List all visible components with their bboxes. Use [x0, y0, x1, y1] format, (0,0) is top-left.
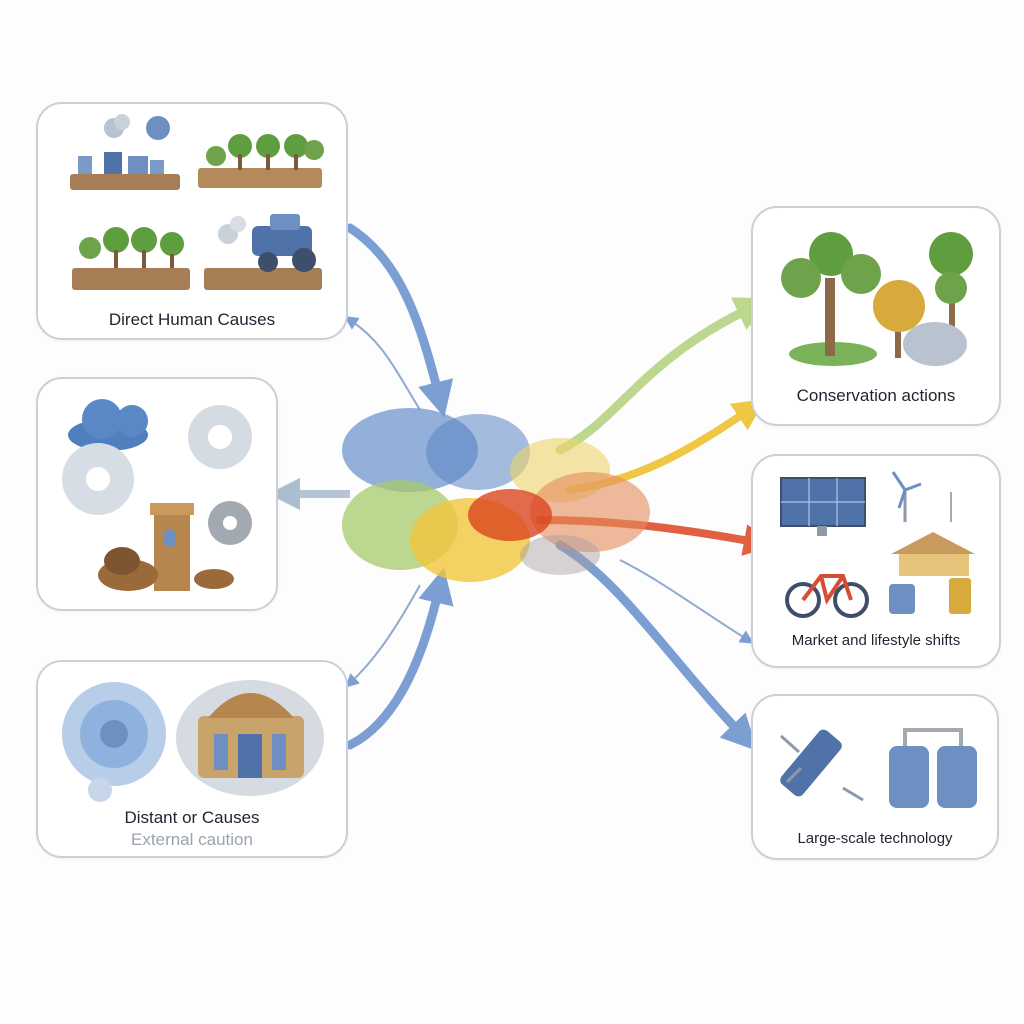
node-indirect-causes[interactable]	[36, 377, 278, 611]
market-illustration	[780, 471, 975, 618]
tree-row-icon	[198, 134, 324, 188]
blob-orange	[530, 472, 650, 552]
arrow-direct-to-center	[345, 223, 454, 418]
temple-icon	[176, 680, 324, 796]
arrow-to-market-thin	[619, 559, 754, 644]
machinery-icon	[889, 728, 977, 808]
node-distant-causes[interactable]: Distant or Causes External caution	[36, 660, 348, 858]
solar-panel-icon	[780, 477, 866, 536]
market-lifestyle-label: Market and lifestyle shifts	[791, 632, 961, 649]
gear-icon	[188, 405, 252, 469]
indirect-causes-illustration	[62, 399, 252, 591]
ruined-tower-icon	[98, 503, 234, 591]
conservation-illustration	[781, 232, 973, 366]
tree-icon	[873, 280, 925, 358]
direct-causes-illustration	[70, 114, 324, 290]
conservation-actions-label: Conservation actions	[796, 386, 956, 405]
arrow-to-conservation-green	[555, 297, 772, 455]
arrow-distant-to-center	[345, 567, 454, 750]
node-conservation-actions[interactable]: Conservation actions	[751, 206, 1001, 426]
blob-grey	[520, 535, 600, 575]
gear-icon	[62, 443, 134, 515]
direct-human-causes-label: Direct Human Causes	[108, 310, 276, 329]
wind-turbine-icon	[891, 471, 952, 522]
blob-red	[468, 489, 552, 541]
distant-causes-sublabel: External caution	[131, 830, 253, 849]
large-scale-technology-label: Large-scale technology	[797, 830, 953, 847]
cloud-icon	[68, 399, 148, 451]
tree-icon	[929, 232, 973, 338]
bicycle-icon	[785, 574, 869, 618]
node-direct-human-causes[interactable]: Direct Human Causes	[36, 102, 348, 340]
arrow-center-to-distant-thin	[344, 584, 421, 688]
distant-causes-label: Distant or Causes	[124, 808, 260, 827]
factory-icon	[70, 114, 180, 190]
arrow-center-to-direct-thin	[344, 316, 421, 411]
rock-icon	[903, 322, 967, 366]
market-stall-icon	[889, 532, 975, 614]
node-large-scale-technology[interactable]: Large-scale technology	[751, 694, 999, 860]
virus-icon	[62, 682, 166, 802]
node-market-lifestyle-shifts[interactable]: Market and lifestyle shifts	[751, 454, 1001, 668]
gear-icon	[208, 501, 252, 545]
tree-row-icon	[72, 227, 190, 290]
central-blob-cluster	[342, 408, 650, 582]
tractor-icon	[204, 214, 322, 290]
distant-causes-illustration	[62, 680, 324, 802]
arrow-to-technology-blue	[555, 540, 758, 751]
blob-blue-dark	[426, 414, 530, 490]
tree-icon	[781, 232, 881, 366]
technology-illustration	[780, 728, 977, 808]
satellite-icon	[780, 729, 864, 802]
